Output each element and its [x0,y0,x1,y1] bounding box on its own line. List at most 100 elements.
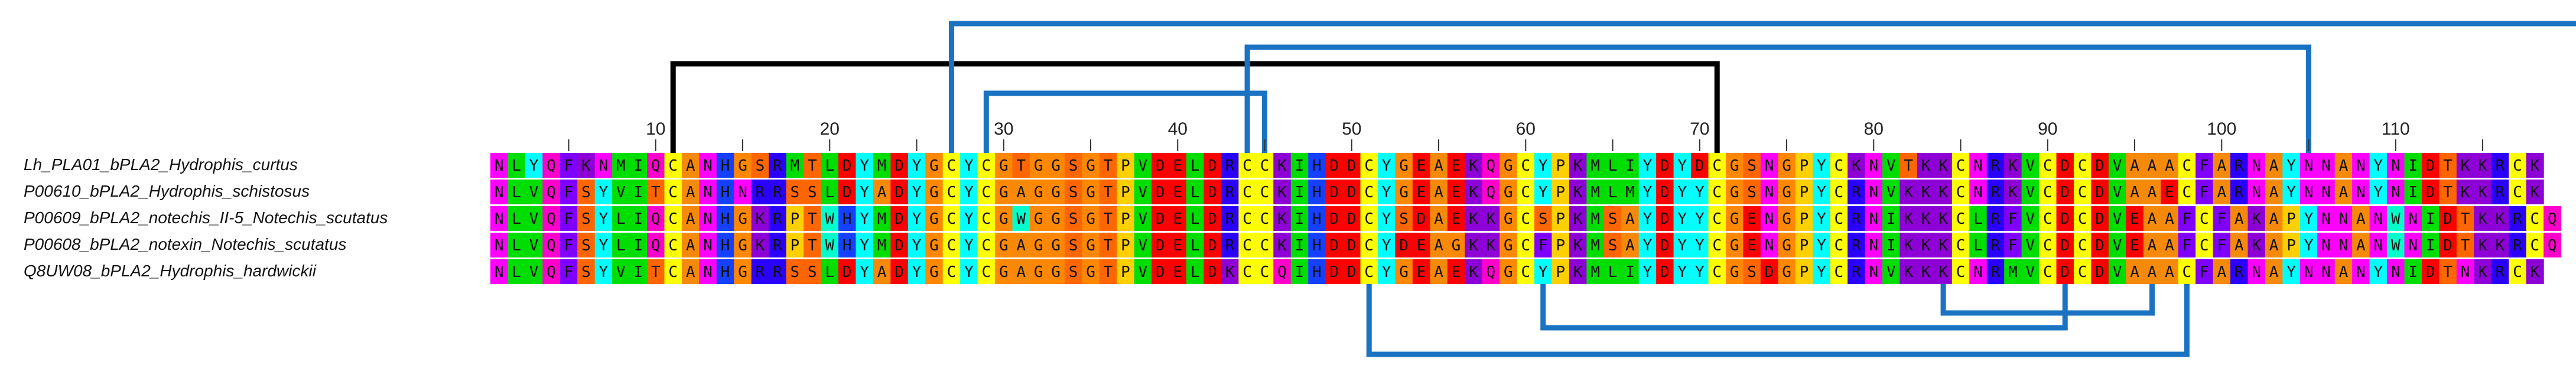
residue-cell [1134,259,1152,284]
residue-letter: A [1434,263,1443,281]
residue-letter: N [2252,157,2261,175]
residue-cell [1969,233,1988,257]
residue-cell [2474,233,2492,257]
residue-letter: D [1347,263,1357,281]
residue-letter: Y [2286,184,2296,201]
residue-letter: G [929,237,939,255]
residue-letter: R [756,263,765,281]
residue-cell [525,259,543,284]
residue-letter: A [686,210,695,228]
residue-cell [594,233,613,257]
residue-cell [1900,259,1918,284]
residue-letter: K [2478,263,2487,281]
residue-letter: Y [2373,157,2383,175]
residue-letter: Q [547,157,556,175]
residue-cell [1465,153,1483,178]
residue-cell [2439,259,2457,284]
residue-letter: V [529,263,539,281]
residue-letter: E [1417,157,1426,175]
residue-letter: L [1191,157,1200,175]
residue-cell [2334,153,2353,178]
residue-cell [2143,180,2161,204]
residue-letter: Q [547,263,556,281]
residue-cell [2456,233,2474,257]
residue-letter: K [1921,184,1931,201]
residue-letter: K [1904,237,1913,255]
residue-cell [2056,233,2074,257]
residue-letter: M [1591,184,1600,201]
residue-cell [2143,153,2161,178]
residue-cell [2509,206,2527,231]
residue-letter: Y [860,184,869,201]
residue-letter: Y [1382,237,1391,255]
residue-letter: C [1835,157,1844,175]
residue-cell [1186,233,1205,257]
residue-letter: V [2113,263,2122,281]
residue-cell [995,259,1013,284]
residue-letter: N [495,210,504,228]
residue-cell [1395,206,1413,231]
residue-letter: A [2269,263,2279,281]
residue-cell [1290,153,1309,178]
residue-cell [1778,233,1796,257]
residue-letter: S [1608,210,1618,228]
residue-letter: L [616,210,626,228]
residue-letter: T [808,210,817,228]
residue-cell [2248,259,2266,284]
residue-cell [1221,233,1239,257]
residue-letter: D [1156,184,1165,201]
residue-letter: H [721,157,730,175]
ruler-label: 20 [820,119,840,139]
residue-letter: N [703,210,713,228]
residue-cell [2161,206,2179,231]
residue-cell [1882,180,1901,204]
residue-letter: D [2443,210,2453,228]
residue-letter: H [1312,157,1322,175]
residue-cell [1534,206,1553,231]
residue-cell [1500,233,1518,257]
residue-cell [2230,180,2249,204]
residue-cell [1882,153,1901,178]
residue-cell [2126,153,2144,178]
residue-cell [1186,153,1205,178]
residue-letter: G [1399,157,1409,175]
residue-letter: Y [1382,263,1391,281]
residue-cell [873,259,891,284]
residue-cell [1117,233,1135,257]
residue-letter: G [1051,237,1061,255]
residue-cell [647,259,665,284]
residue-cell [1308,180,1326,204]
residue-letter: P [1121,157,1130,175]
residue-letter: C [2078,184,2087,201]
residue-letter: V [2025,210,2035,228]
residue-cell [1638,233,1657,257]
residue-letter: C [1521,157,1530,175]
residue-cell [1360,180,1378,204]
residue-cell [1029,180,1048,204]
residue-letter: M [1591,263,1600,281]
residue-letter: K [1938,237,1948,255]
residue-cell [1621,180,1640,204]
residue-letter: V [529,237,539,255]
residue-cell [2213,180,2231,204]
residue-letter: A [2217,263,2226,281]
residue-cell [542,180,561,204]
residue-cell [577,233,596,257]
residue-letter: Y [1539,157,1548,175]
residue-letter: P [1121,184,1130,201]
residue-letter: Y [2304,237,2314,255]
residue-cell [2317,180,2336,204]
residue-cell [1256,259,1274,284]
residue-letter: K [1921,210,1931,228]
residue-cell [2369,259,2388,284]
residue-cell [2161,259,2179,284]
residue-letter: V [529,210,539,228]
residue-letter: V [2025,237,2035,255]
residue-letter: C [1243,184,1252,201]
residue-letter: N [2321,237,2331,255]
residue-cell [2282,153,2301,178]
residue-cell [1412,153,1430,178]
residue-letter: F [564,237,574,255]
residue-letter: G [1730,157,1739,175]
